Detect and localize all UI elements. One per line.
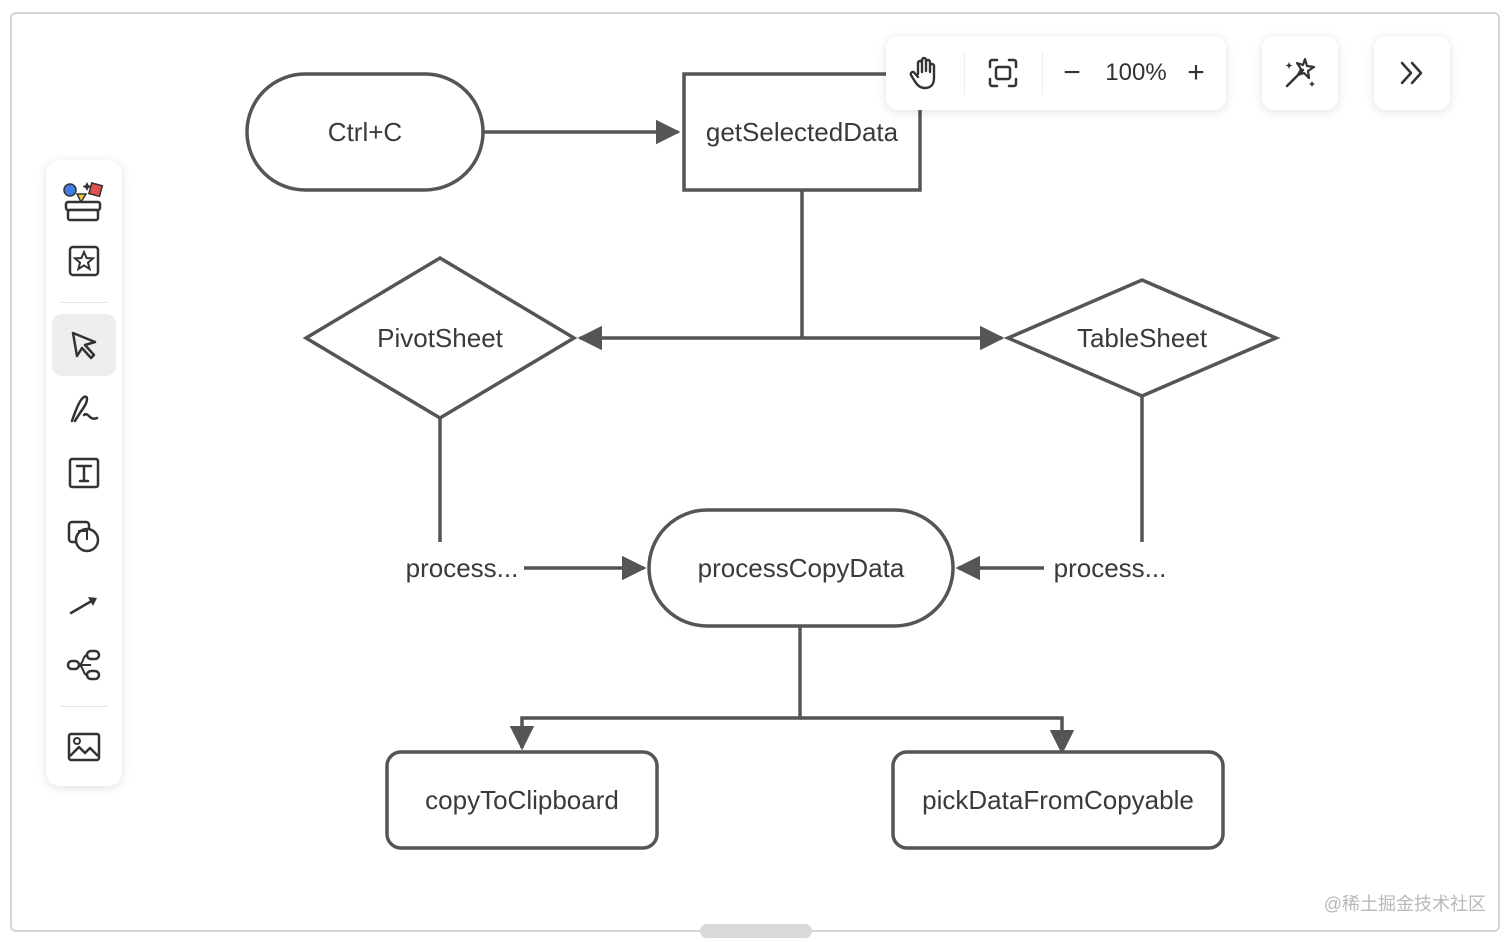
- node-pivot-sheet-label: PivotSheet: [377, 323, 504, 353]
- hand-icon[interactable]: [896, 44, 954, 102]
- node-copy-to-clipboard-label: copyToClipboard: [425, 785, 619, 815]
- magic-wand-icon[interactable]: [1262, 36, 1338, 110]
- shape-icon[interactable]: [52, 506, 116, 568]
- node-get-selected-data-shape[interactable]: [682, 72, 922, 192]
- text-icon[interactable]: [52, 442, 116, 504]
- edge-label-process-right: process...: [1054, 553, 1167, 583]
- node-table-sheet-shape[interactable]: [1003, 278, 1281, 398]
- left-toolbar: [46, 160, 122, 786]
- node-get-selected-data-label: getSelectedData: [706, 117, 899, 147]
- star-frame-icon[interactable]: [52, 230, 116, 292]
- arrow-line-icon[interactable]: [52, 570, 116, 632]
- node-process-copy-data-shape[interactable]: [647, 508, 955, 628]
- mindmap-icon[interactable]: [52, 634, 116, 696]
- shapes-library-icon[interactable]: [52, 170, 116, 232]
- node-process-copy-data-label: processCopyData: [698, 553, 905, 583]
- edge-copydata-to-pickdata[interactable]: [800, 716, 1075, 755]
- node-pick-data-shape[interactable]: [891, 750, 1225, 850]
- image-icon[interactable]: [52, 716, 116, 778]
- node-ctrl-c-label: Ctrl+C: [328, 117, 402, 147]
- node-table-sheet-label: TableSheet: [1077, 323, 1208, 353]
- node-copy-to-clipboard-shape[interactable]: [385, 750, 659, 850]
- zoom-in-button[interactable]: +: [1187, 56, 1205, 89]
- edge-label-process-left: process...: [406, 553, 519, 583]
- fit-to-screen-icon[interactable]: [974, 44, 1032, 102]
- watermark: @稀土掘金技术社区: [1323, 894, 1486, 914]
- top-toolbar: − 100% +: [886, 36, 1226, 110]
- double-chevron-right-icon[interactable]: [1374, 36, 1450, 110]
- zoom-out-button[interactable]: −: [1063, 56, 1081, 89]
- node-ctrl-c-shape[interactable]: [245, 72, 485, 192]
- zoom-level[interactable]: 100%: [1105, 59, 1167, 86]
- pen-icon[interactable]: [52, 378, 116, 440]
- bottom-panel-handle[interactable]: [700, 924, 812, 938]
- select-pointer-icon[interactable]: [52, 314, 116, 376]
- node-pivot-sheet-shape[interactable]: [302, 255, 578, 421]
- edge-copydata-to-clipboard[interactable]: [509, 626, 802, 751]
- node-pick-data-label: pickDataFromCopyable: [922, 785, 1194, 815]
